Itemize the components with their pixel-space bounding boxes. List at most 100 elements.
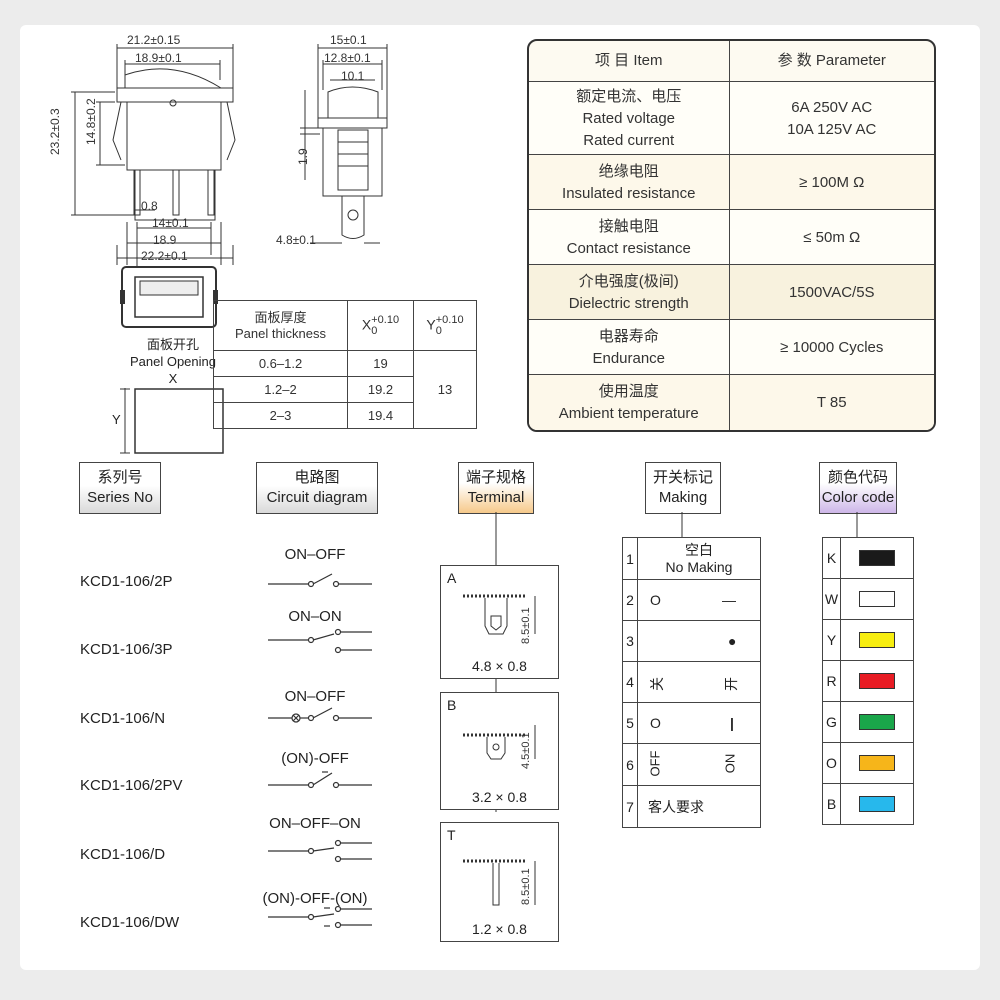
color-header-en: Color code — [821, 489, 895, 506]
color-swatch-blue — [859, 795, 895, 812]
color-row: B — [822, 783, 914, 825]
circuit-label: ON–ON — [288, 608, 342, 625]
param-item-en2: Rated current — [583, 131, 675, 149]
making-right-symbol: ON — [722, 753, 738, 774]
param-item-cn: 电器寿命 — [598, 327, 659, 345]
making-number: 2 — [622, 579, 638, 621]
param-value: 6A 250V AC — [791, 98, 873, 116]
making-row: 7 客人要求 — [622, 785, 761, 828]
parameter-header-row: 项 目 Item 参 数 Parameter — [529, 41, 934, 81]
param-item-cn: 接触电阻 — [598, 217, 659, 235]
terminal-dim: 8.5±0.1 — [520, 607, 532, 644]
dim-side-width: 15±0.1 — [330, 33, 367, 47]
terminal-t-box: T 8.5±0.1 1.2 × 0.8 — [440, 822, 559, 942]
switch-front-illustration — [120, 266, 218, 328]
terminal-a-box: A 8.5±0.1 4.8 × 0.8 — [440, 565, 559, 679]
circuit-label: ON–OFF–ON — [269, 815, 361, 832]
making-number: 4 — [622, 661, 638, 703]
circuit-momentary-on-off-symbol — [268, 771, 372, 789]
dim-side-clip: 1.9 — [296, 148, 310, 165]
x-value-cell: 19.4 — [347, 402, 414, 429]
color-swatch-black — [859, 549, 895, 566]
color-letter: K — [822, 537, 841, 579]
parameter-header: 参 数 Parameter — [777, 52, 886, 69]
making-blank-cn: 空白 — [685, 541, 713, 558]
making-symbol-o-bar: O | — [637, 702, 761, 744]
x-value-cell: 19 — [347, 350, 414, 377]
circuit-header-en: Circuit diagram — [266, 489, 368, 506]
param-item-cn: 介电强度(极间) — [578, 272, 679, 290]
y-tol-bottom: 0 — [435, 324, 442, 337]
series-name: KCD1-106/2P — [80, 573, 173, 590]
param-value: ≥ 10000 Cycles — [780, 338, 884, 356]
making-custom: 客人要求 — [637, 785, 761, 828]
series-name: KCD1-106/2PV — [80, 777, 183, 794]
panel-opening-title-en: Panel Opening — [129, 354, 216, 369]
param-item-en: Rated voltage — [582, 109, 676, 127]
param-value: 1500VAC/5S — [788, 283, 875, 301]
thickness-cell: 2–3 — [213, 402, 348, 429]
circuit-on-off-lamp-symbol — [268, 707, 372, 723]
circuit-label: (ON)-OFF-(ON) — [262, 890, 368, 907]
circuit-symbols — [268, 573, 372, 929]
param-value: ≤ 50m Ω — [803, 228, 861, 246]
item-header: 项 目 Item — [529, 41, 730, 81]
terminal-a-icon — [463, 594, 536, 635]
making-symbol-dot: ● — [637, 620, 761, 662]
color-swatch-yellow — [859, 631, 895, 648]
color-swatch-red — [859, 672, 895, 689]
making-right-symbol: — — [722, 592, 736, 608]
color-row: W — [822, 578, 914, 620]
circuit-on-off-symbol — [268, 573, 372, 588]
terminal-dim: 8.5±0.1 — [520, 868, 532, 905]
param-value2: 10A 125V AC — [787, 120, 877, 138]
thickness-header-cn: 面板厚度 — [254, 309, 307, 325]
color-connector-line — [856, 512, 858, 538]
terminal-letter: A — [447, 570, 457, 586]
making-header-cn: 开关标记 — [652, 469, 713, 486]
thickness-cell: 1.2–2 — [213, 376, 348, 403]
panel-opening-rect — [120, 388, 224, 454]
circuit-on-off-on-symbol — [268, 839, 372, 863]
making-blank-en: No Making — [665, 558, 733, 575]
dim-width-inner: 18.9±0.1 — [135, 51, 182, 65]
panel-opening-title-cn: 面板开孔 — [146, 337, 199, 352]
panel-opening-x-label: X — [168, 371, 178, 386]
making-left-symbol: 关 — [649, 677, 665, 691]
color-row: R — [822, 660, 914, 702]
making-table: 1 空白 No Making 2 O — 3 ● 4 关 开 5 O | 6 — [622, 537, 761, 828]
thickness-cell: 0.6–1.2 — [213, 350, 348, 377]
param-item-en: Dielectric strength — [568, 294, 689, 312]
param-value: ≥ 100M Ω — [799, 173, 865, 191]
circuit-label: ON–OFF — [284, 546, 346, 563]
series-name: KCD1-106/N — [80, 710, 166, 727]
circuit-label: ON–OFF — [284, 688, 346, 705]
series-name: KCD1-106/3P — [80, 641, 173, 658]
terminal-b-icon — [463, 725, 536, 760]
param-item-en: Ambient temperature — [558, 405, 699, 422]
terminal-dim: 4.5±0.1 — [520, 732, 532, 769]
color-swatch-green — [859, 713, 895, 730]
making-right-symbol: 开 — [723, 677, 739, 691]
making-symbol-o-dash: O — — [637, 579, 761, 621]
side-view-drawing — [300, 44, 388, 244]
making-number: 3 — [622, 620, 638, 662]
making-left-symbol: O — [650, 715, 661, 731]
color-letter: Y — [822, 619, 841, 661]
y-tol-top: +0.10 — [435, 313, 464, 326]
color-letter: B — [822, 783, 841, 825]
making-row: 6 OFF ON — [622, 743, 761, 786]
terminal-b-box: B 4.5±0.1 3.2 × 0.8 — [440, 692, 559, 810]
making-number: 6 — [622, 743, 638, 786]
color-code-table: K W Y R G O B — [822, 537, 914, 825]
circuit-header-cn: 电路图 — [294, 469, 340, 486]
